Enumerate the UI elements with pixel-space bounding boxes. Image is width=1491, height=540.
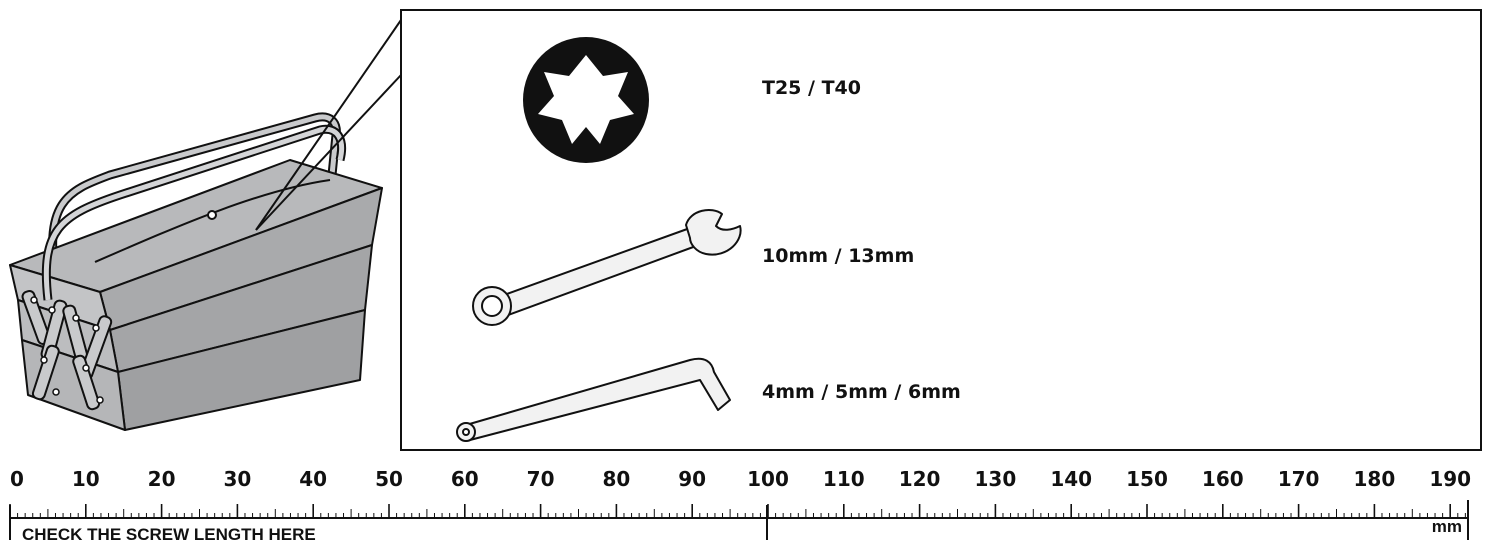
ruler-label: 140 bbox=[1050, 467, 1092, 491]
ruler-label: 170 bbox=[1278, 467, 1320, 491]
ruler-unit-label: mm bbox=[1432, 517, 1462, 536]
torx-bit-icon bbox=[523, 37, 649, 163]
ruler-label: 0 bbox=[10, 467, 24, 491]
hex-key-icon bbox=[456, 357, 731, 442]
ruler-label: 90 bbox=[678, 467, 706, 491]
ruler-labels: 0 10 20 30 40 50 60 70 80 90 100 110 120 130 140 150 160… bbox=[10, 467, 1471, 491]
torx-bit-label: T25 / T40 bbox=[762, 77, 861, 99]
screw-length-note: CHECK THE SCREW LENGTH HERE bbox=[22, 525, 316, 540]
ruler-label: 150 bbox=[1126, 467, 1168, 491]
ruler-label: 120 bbox=[899, 467, 941, 491]
ruler-ticks bbox=[9, 504, 1466, 518]
ruler-label: 20 bbox=[148, 467, 176, 491]
ruler-label: 30 bbox=[223, 467, 251, 491]
ruler-label: 160 bbox=[1202, 467, 1244, 491]
ruler-label: 100 bbox=[747, 467, 789, 491]
hex-key-label: 4mm / 5mm / 6mm bbox=[762, 381, 961, 403]
combination-wrench-icon bbox=[472, 209, 742, 326]
ruler-label: 60 bbox=[451, 467, 479, 491]
ruler-label: 50 bbox=[375, 467, 403, 491]
ruler-label: 80 bbox=[602, 467, 630, 491]
screw-length-ruler: 0 10 20 30 40 50 60 70 80 90 100 110 120 130 140 150 160… bbox=[9, 467, 1471, 540]
ruler-label: 10 bbox=[72, 467, 100, 491]
ruler-label: 40 bbox=[299, 467, 327, 491]
callout-pointer bbox=[255, 19, 402, 231]
ruler-label: 110 bbox=[823, 467, 865, 491]
ruler-label: 180 bbox=[1354, 467, 1396, 491]
ruler-label: 70 bbox=[527, 467, 555, 491]
ruler-label: 190 bbox=[1429, 467, 1471, 491]
combination-wrench-label: 10mm / 13mm bbox=[762, 245, 914, 267]
ruler-label: 130 bbox=[975, 467, 1017, 491]
toolbox-illustration bbox=[9, 112, 383, 431]
